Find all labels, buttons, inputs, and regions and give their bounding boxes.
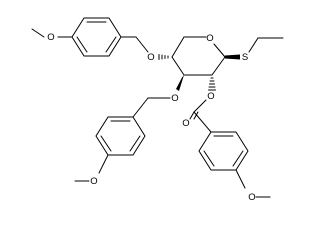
anisoyl-ester <box>189 77 271 198</box>
bond-co-double-2 <box>193 111 199 120</box>
sulfur-label: S <box>242 52 248 63</box>
anisoyl-benzene-ring <box>198 131 249 171</box>
bond-ch2-aryl-lower <box>132 97 149 118</box>
ester-oxygen-label: O <box>207 91 214 102</box>
pmb-upper-methoxy-oxygen-label: O <box>47 32 54 43</box>
pmb-upper-benzene-ring <box>71 17 122 57</box>
pmb-lower-aromatic-2 <box>100 135 112 152</box>
atom-labels: O S O O O O O O O <box>47 32 255 203</box>
ethylthio-group <box>225 37 284 60</box>
bond-c1-s-wedge <box>225 54 240 60</box>
bond-c3-o-wedge <box>176 75 184 91</box>
molecule-svg: O S O O O O O O O <box>31 17 284 203</box>
pmb-upper-ether-oxygen-label: O <box>147 52 154 63</box>
pmb-ether-upper <box>31 17 169 60</box>
bond-carbonyl-aryl <box>193 111 212 133</box>
bond-o-carbonyl-c <box>193 99 207 113</box>
bond-co-double-1 <box>189 111 195 120</box>
bond-c1-c2 <box>211 56 226 76</box>
carbonyl-oxygen-label: O <box>182 118 189 129</box>
bond-o5-c1 <box>213 43 226 58</box>
anisoyl-aromatic-3 <box>203 150 215 167</box>
bond-o-ch2-upper <box>135 36 149 53</box>
anisoyl-aromatic-2 <box>232 150 244 167</box>
ring-oxygen-label: O <box>206 33 213 44</box>
bond-c2-o-hash <box>208 77 216 91</box>
pmb-lower-methoxy-oxygen-label: O <box>90 176 97 187</box>
structure-diagram: O S O O O O O O O <box>31 17 284 203</box>
bond-pmb-lower-o-me <box>98 154 109 174</box>
pmb-lower-ether-oxygen-label: O <box>171 93 178 104</box>
bond-c4-c5 <box>171 36 185 58</box>
bond-s-ch2 <box>248 37 259 53</box>
bond-pmb-upper-methyl <box>31 28 45 38</box>
bond-c4-o-hash <box>158 54 169 60</box>
pmb-ether-lower <box>74 75 184 182</box>
pmb-lower-aromatic-3 <box>129 135 141 152</box>
bond-c3-c4 <box>171 56 185 76</box>
bond-anisoyl-o-me <box>235 169 246 189</box>
pyranose-ring <box>171 36 226 76</box>
pmb-upper-aromatic-2 <box>76 36 88 53</box>
anisoyl-methoxy-oxygen-label: O <box>248 192 255 203</box>
pmb-upper-aromatic-3 <box>105 36 117 53</box>
pmb-lower-benzene-ring <box>95 116 146 156</box>
